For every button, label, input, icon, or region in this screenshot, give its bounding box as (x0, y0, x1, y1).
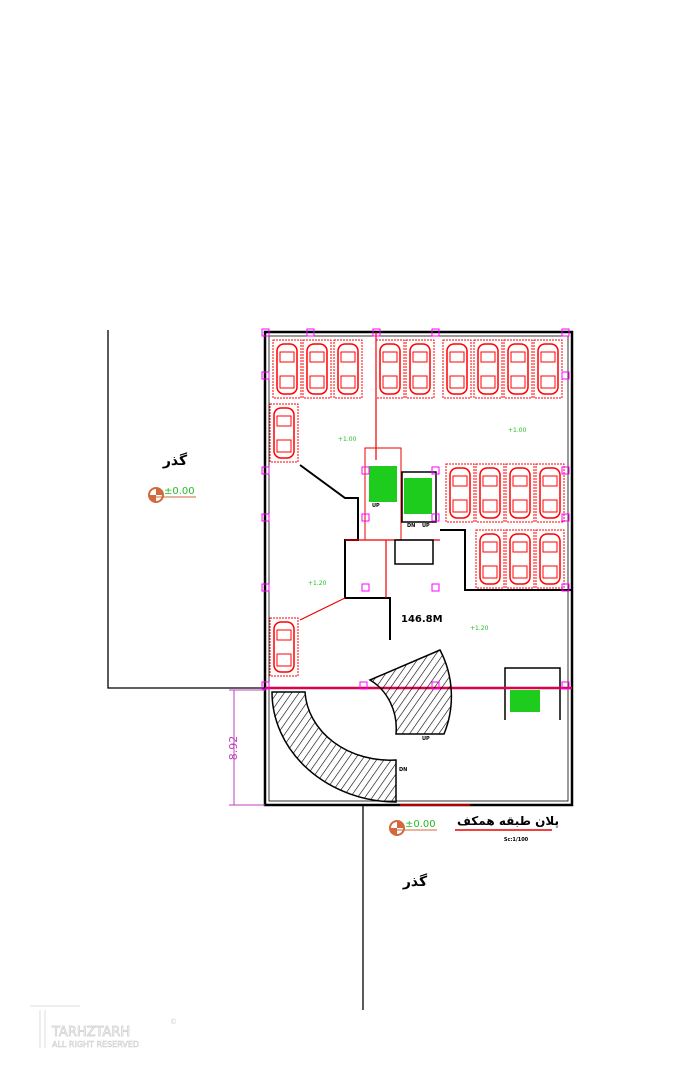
column-marker (306, 328, 315, 337)
car-icon (475, 463, 505, 523)
watermark-brand: TARHZTARH (51, 1025, 130, 1040)
drawing-scale: Sc:1/100 (504, 837, 529, 843)
column-marker (561, 328, 570, 337)
car-icon (475, 529, 505, 589)
car-icon (503, 339, 533, 399)
car-icon (533, 339, 563, 399)
column-marker (261, 466, 270, 475)
watermark-mark: © (170, 1018, 177, 1026)
ramp-label: UP (422, 736, 430, 742)
site-boundary (107, 330, 364, 1010)
car-icon (505, 529, 535, 589)
passage-label: گذر (402, 873, 428, 890)
column-marker (561, 513, 570, 522)
column-marker (359, 681, 368, 690)
column-marker (261, 681, 270, 690)
columns (261, 328, 570, 690)
car-icon (272, 339, 302, 399)
ramp (271, 649, 453, 803)
dimension-line (229, 689, 265, 806)
car-icon (535, 463, 565, 523)
level-mark: +1.20 (308, 580, 327, 587)
passage-label: گذر (162, 452, 188, 469)
parking-spaces (269, 339, 565, 677)
dimension-text: 8.92 (227, 736, 240, 761)
column-marker (561, 466, 570, 475)
car-icon (333, 339, 363, 399)
stair-label: UP (372, 503, 380, 509)
column-marker (361, 466, 370, 475)
column-marker (361, 583, 370, 592)
drawing-title: پلان طبقه همکف (457, 814, 559, 828)
car-icon (269, 617, 299, 677)
column-marker (261, 328, 270, 337)
car-icon (445, 463, 475, 523)
column-marker (261, 513, 270, 522)
level-top: ±0.00 (164, 486, 195, 497)
level-mark: +1.00 (338, 436, 357, 443)
car-icon (269, 403, 299, 463)
column-marker (561, 371, 570, 380)
level-marker-icon (148, 487, 196, 503)
watermark-logo (30, 1005, 80, 1048)
column-marker (431, 328, 440, 337)
stair-label: DN (407, 523, 415, 529)
column-marker (561, 583, 570, 592)
column-marker (372, 328, 381, 337)
car-icon (302, 339, 332, 399)
column-marker (361, 513, 370, 522)
car-icon (505, 463, 535, 523)
watermark-tagline: ALL RIGHT RESERVED (52, 1040, 139, 1049)
car-icon (473, 339, 503, 399)
car-icon (375, 339, 405, 399)
car-icon (442, 339, 472, 399)
car-icon (405, 339, 435, 399)
ramp-label: DN (399, 767, 407, 773)
car-icon (535, 529, 565, 589)
stair-label: UP (422, 523, 430, 529)
level-mark: +1.20 (470, 625, 489, 632)
area-label: 146.8M (401, 614, 443, 625)
level-bottom: ±0.00 (405, 819, 436, 830)
level-mark: +1.00 (508, 427, 527, 434)
column-marker (431, 466, 440, 475)
column-marker (261, 371, 270, 380)
column-marker (261, 583, 270, 592)
column-marker (431, 681, 440, 690)
level-marker-icon (389, 820, 437, 836)
column-marker (431, 513, 440, 522)
column-marker (561, 681, 570, 690)
stairs (364, 447, 540, 712)
column-marker (431, 583, 440, 592)
